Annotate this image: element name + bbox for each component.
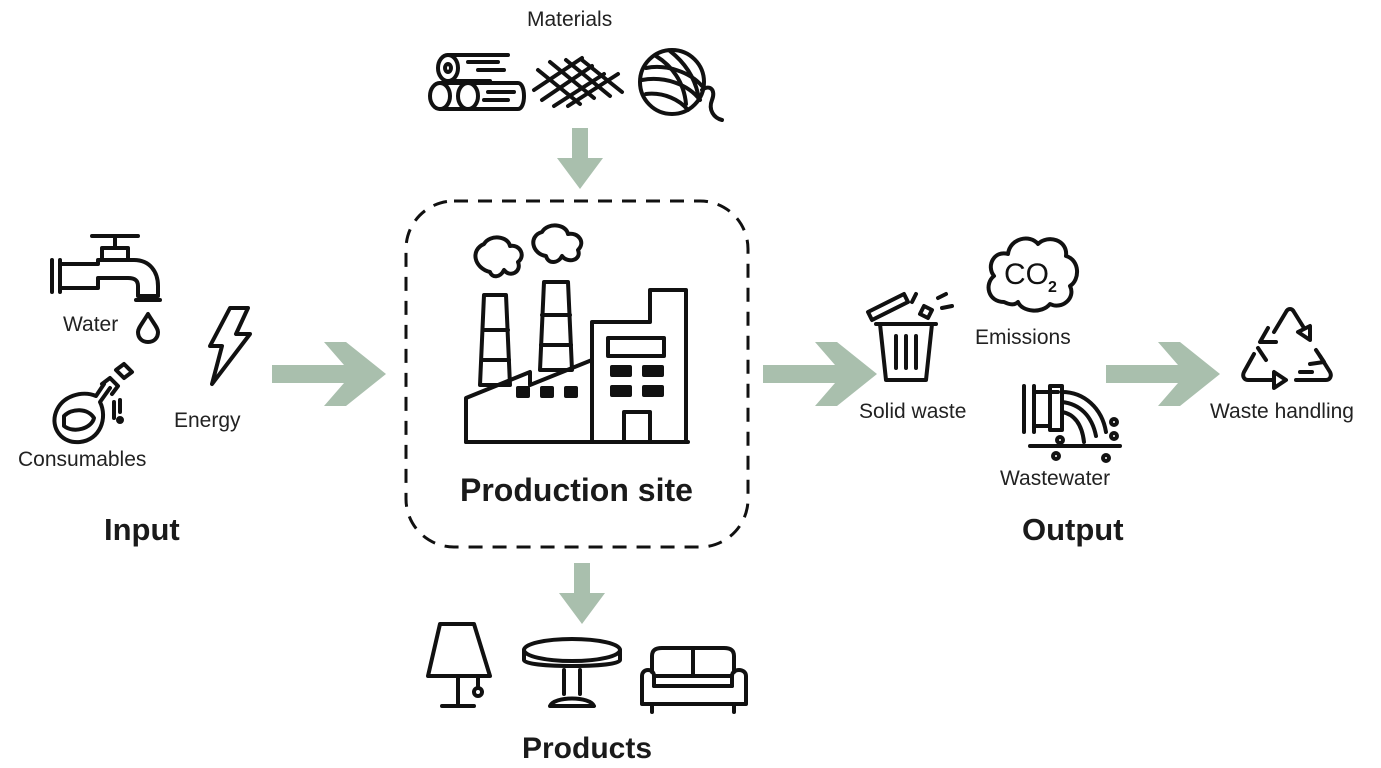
fibers-icon [532, 56, 624, 108]
arrow-site-to-products [559, 563, 605, 624]
wastewater-label: Wastewater [1000, 467, 1111, 490]
production-site-label: Production site [460, 472, 693, 508]
lightning-icon [208, 306, 252, 386]
waste-handling-label: Waste handling [1210, 400, 1354, 423]
arrow-input-to-site [272, 342, 386, 406]
lamp-icon [426, 622, 492, 708]
products-label: Products [522, 732, 653, 765]
sofa-icon [640, 646, 748, 714]
solid-waste-label: Solid waste [859, 400, 967, 423]
svg-text:CO: CO [1004, 258, 1049, 291]
svg-text:2: 2 [1048, 279, 1057, 296]
water-label: Water [63, 313, 119, 336]
chemical-flask-icon [52, 362, 134, 445]
wastewater-pipe-icon [1022, 384, 1122, 463]
table-icon [522, 637, 622, 708]
recycle-icon [1241, 307, 1333, 390]
factory-icon [464, 223, 690, 444]
materials-label: Materials [527, 8, 613, 31]
arrow-site-to-output [763, 342, 877, 406]
output-label: Output [1022, 512, 1124, 547]
wood-logs-icon [428, 53, 526, 111]
arrow-output-to-waste-handling [1106, 342, 1220, 406]
consumables-label: Consumables [18, 448, 147, 471]
trash-bin-icon [866, 292, 954, 382]
energy-label: Energy [174, 409, 241, 432]
arrow-materials-to-site [557, 128, 603, 189]
production-site-boundary [404, 199, 750, 549]
yarn-ball-icon [638, 48, 724, 122]
emissions-label: Emissions [975, 326, 1071, 349]
co2-cloud-icon: CO 2 [986, 236, 1079, 313]
faucet-icon [50, 234, 162, 344]
input-label: Input [104, 512, 180, 547]
